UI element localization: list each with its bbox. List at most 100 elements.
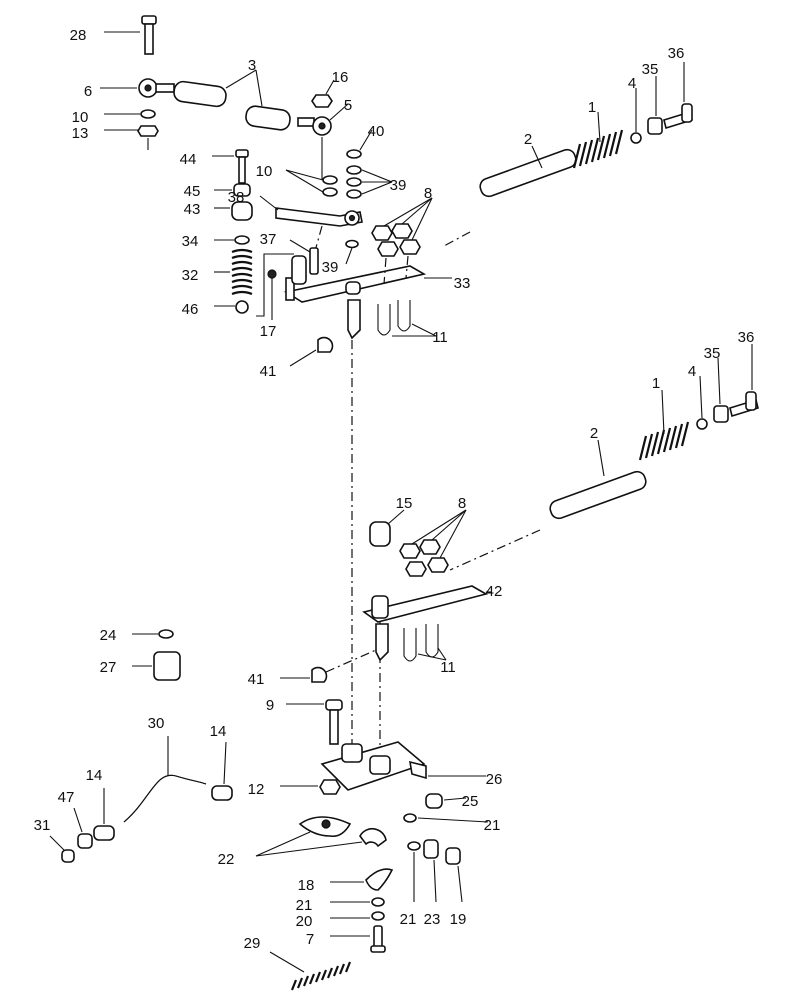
bolt-28 <box>104 15 157 55</box>
nut-23 <box>423 839 439 903</box>
callout-6: 6 <box>84 83 92 100</box>
lever-18 <box>330 868 394 891</box>
callout-46: 46 <box>182 301 199 318</box>
washers-10-middle <box>285 169 338 197</box>
spacer-15 <box>369 509 405 547</box>
nut-47 <box>73 807 93 849</box>
key-41-upper <box>289 336 334 367</box>
callout-33: 33 <box>454 275 471 292</box>
callout-45: 45 <box>184 183 201 200</box>
plate-42 <box>362 585 492 662</box>
callout-26: 26 <box>486 771 503 788</box>
callout-4: 4 <box>688 363 696 380</box>
bolt-9 <box>286 699 343 745</box>
callout-8: 8 <box>424 185 432 202</box>
callout-21: 21 <box>484 817 501 834</box>
bolt-44 <box>212 149 249 184</box>
cable-sleeve-2-lower <box>449 439 647 571</box>
callout-38: 38 <box>228 189 245 206</box>
key-41-lower <box>280 649 377 683</box>
callout-44: 44 <box>180 151 197 168</box>
callout-34: 34 <box>182 233 199 250</box>
callout-27: 27 <box>100 659 117 676</box>
rod-end-6 <box>100 78 175 98</box>
washer-10-nut-13 <box>104 109 159 150</box>
callout-20: 20 <box>296 913 313 930</box>
callout-39: 39 <box>322 259 339 276</box>
ball-4-lower <box>696 375 708 430</box>
callout-12: 12 <box>248 781 265 798</box>
callout-47: 47 <box>58 789 75 806</box>
callout-25: 25 <box>462 793 479 810</box>
callout-8: 8 <box>458 495 466 512</box>
callout-37: 37 <box>260 231 277 248</box>
callout-1: 1 <box>652 375 660 392</box>
callout-10: 10 <box>256 163 273 180</box>
callout-23: 23 <box>424 911 441 928</box>
callout-41: 41 <box>248 671 265 688</box>
callout-18: 18 <box>298 877 315 894</box>
callout-10: 10 <box>72 109 89 126</box>
callout-39: 39 <box>390 177 407 194</box>
callout-43: 43 <box>184 201 201 218</box>
callout-42: 42 <box>486 583 503 600</box>
callout-2: 2 <box>590 425 598 442</box>
callout-16: 16 <box>332 69 349 86</box>
fittings-14 <box>93 741 233 841</box>
washer-24 <box>132 629 174 639</box>
washer-21-upper <box>403 813 489 823</box>
callout-28: 28 <box>70 27 87 44</box>
callout-36: 36 <box>738 329 755 346</box>
u-bolts-11-lower <box>403 624 447 662</box>
callout-35: 35 <box>642 61 659 78</box>
spring-29 <box>269 951 352 991</box>
cap-31 <box>49 835 75 863</box>
callout-31: 31 <box>34 817 51 834</box>
bolt-36-lower <box>729 344 759 418</box>
callout-35: 35 <box>704 345 721 362</box>
callout-21: 21 <box>296 897 313 914</box>
ball-4-upper <box>630 88 642 144</box>
callout-41: 41 <box>260 363 277 380</box>
callout-32: 32 <box>182 267 199 284</box>
callout-15: 15 <box>396 495 413 512</box>
washer-stack-39 <box>346 129 393 199</box>
washer-34 <box>214 235 250 245</box>
callout-14: 14 <box>86 767 103 784</box>
spacer-43 <box>214 201 253 221</box>
callout-11: 11 <box>440 659 456 676</box>
callout-1: 1 <box>588 99 596 116</box>
hose-30 <box>123 736 207 823</box>
callout-2: 2 <box>524 131 532 148</box>
bushing-25 <box>425 793 467 809</box>
callout-4: 4 <box>628 75 636 92</box>
nuts-8-upper <box>371 197 433 285</box>
spring-1-upper <box>572 111 624 169</box>
nuts-8-lower <box>399 509 467 577</box>
nut-35-lower <box>713 357 729 423</box>
u-bolts-11-upper <box>377 300 437 337</box>
bolt-7 <box>330 925 386 953</box>
rod-end-5 <box>297 79 349 180</box>
nut-35-upper <box>647 76 663 135</box>
callout-13: 13 <box>72 125 89 142</box>
callout-40: 40 <box>368 123 385 140</box>
bolt-36-upper <box>663 62 693 130</box>
base-plate-26 <box>320 741 486 791</box>
bracket-17 <box>256 253 294 320</box>
callout-30: 30 <box>148 715 165 732</box>
callout-11: 11 <box>432 329 448 346</box>
callout-9: 9 <box>266 697 274 714</box>
callout-19: 19 <box>450 911 467 928</box>
tube-3-left <box>173 80 227 108</box>
spring-1-lower <box>638 389 690 461</box>
tube-3-right <box>225 69 291 131</box>
lever-38 <box>259 195 363 263</box>
spring-32 <box>214 248 253 296</box>
callout-21: 21 <box>400 911 417 928</box>
callout-22: 22 <box>218 851 235 868</box>
washer-45 <box>214 183 251 197</box>
nut-12 <box>280 779 341 795</box>
